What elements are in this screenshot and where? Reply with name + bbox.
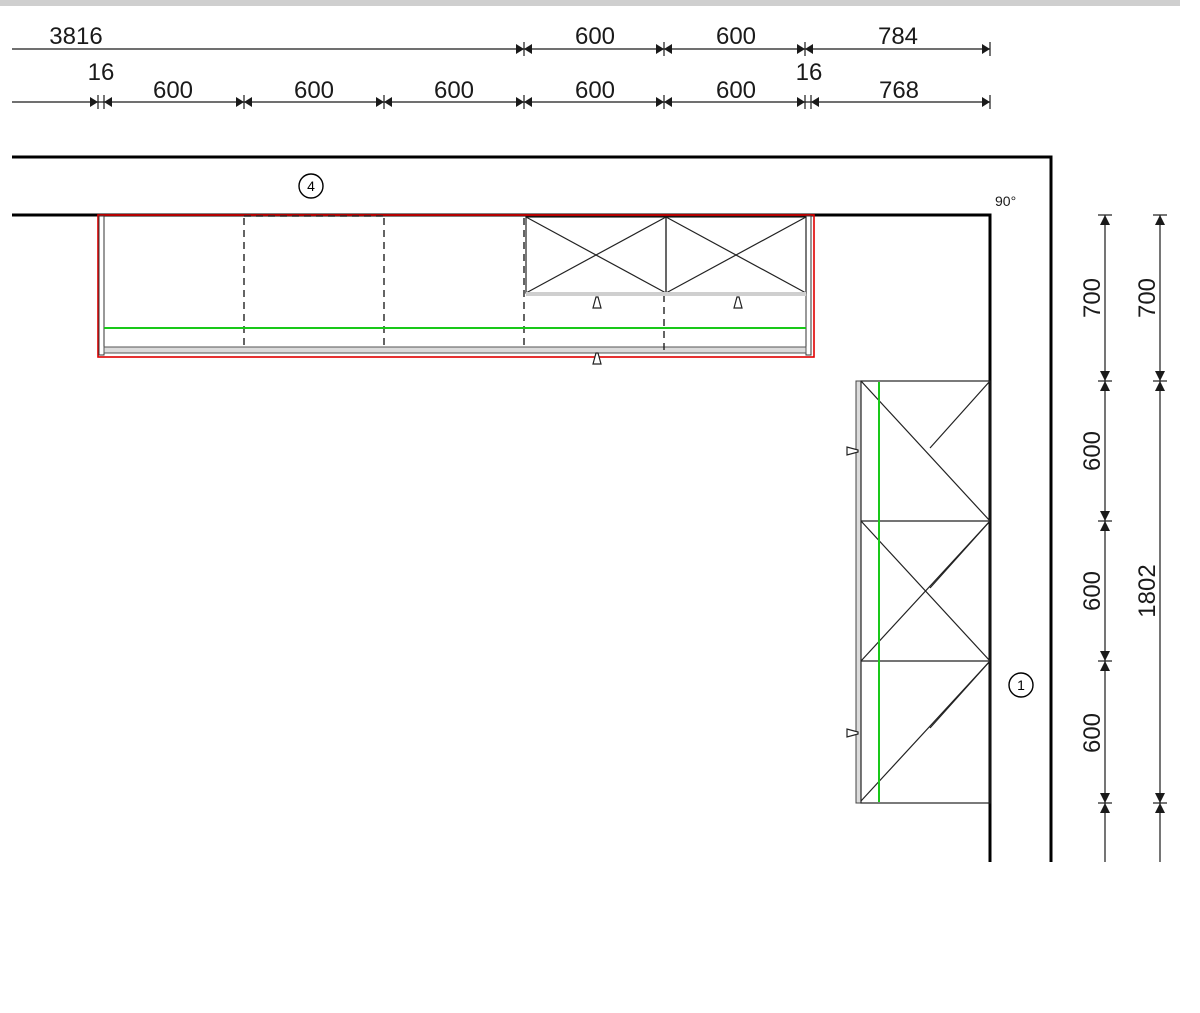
wall-marker-1-label: 1 xyxy=(1017,677,1025,693)
header-bar xyxy=(0,0,1180,6)
dimension-row-top-1-arrows xyxy=(516,44,990,54)
right-cabinet-diagonals xyxy=(860,380,991,802)
selection-outline xyxy=(97,214,815,358)
base-plinth xyxy=(103,346,807,354)
dimension-row-top-2-arrows xyxy=(90,97,990,107)
side-panel-right xyxy=(805,215,812,356)
dim-top2-segment: 600 xyxy=(153,77,193,104)
wall-marker-4[interactable]: 4 xyxy=(298,173,324,199)
dim-top2-segment: 600 xyxy=(575,77,615,104)
wall-marker-1[interactable]: 1 xyxy=(1008,672,1034,698)
dim-top2-segment: 600 xyxy=(434,77,474,104)
cabinet-unit-x[interactable] xyxy=(525,216,667,294)
dim-top1-segment: 600 xyxy=(575,23,615,50)
cabinet-unit-x[interactable] xyxy=(665,216,807,294)
wall-outline xyxy=(12,155,1053,862)
right-run-plinth xyxy=(855,380,862,804)
handle-markers-right xyxy=(846,446,859,738)
dim-top1-segment: 600 xyxy=(716,23,756,50)
dim-right1-segment: 600 xyxy=(1079,571,1106,611)
dim-panel-right: 16 xyxy=(796,59,823,86)
handle-markers-top xyxy=(592,296,743,365)
dim-top1-segment: 784 xyxy=(878,23,918,50)
wall-angle-label: 90° xyxy=(995,193,1016,209)
upper-cabinet-dashed-lines xyxy=(243,215,665,350)
dim-top2-segment: 600 xyxy=(716,77,756,104)
right-cabinet-run[interactable] xyxy=(846,380,991,804)
dimension-col-right-1-arrows xyxy=(1100,215,1110,813)
dim-right2-total: 1802 xyxy=(1134,564,1161,617)
dimension-col-right-2-arrows xyxy=(1155,215,1165,813)
wall-marker-4-label: 4 xyxy=(307,178,315,194)
dim-top2-segment: 600 xyxy=(294,77,334,104)
right-cabinet-frame xyxy=(860,380,991,804)
dim-right1-segment: 600 xyxy=(1079,713,1106,753)
dim-top2-segment: 768 xyxy=(879,77,919,104)
dimension-row-top-1 xyxy=(12,42,991,56)
side-panel-left xyxy=(98,215,105,356)
dim-right1-segment: 600 xyxy=(1079,431,1106,471)
dim-panel-left: 16 xyxy=(88,59,115,86)
dim-overall-width: 3816 xyxy=(49,23,102,50)
dim-right1-segment: 700 xyxy=(1079,278,1106,318)
dim-right2-segment: 700 xyxy=(1134,278,1161,318)
cabinet-shelf-edge xyxy=(526,292,806,296)
top-cabinet-run[interactable] xyxy=(97,214,815,365)
